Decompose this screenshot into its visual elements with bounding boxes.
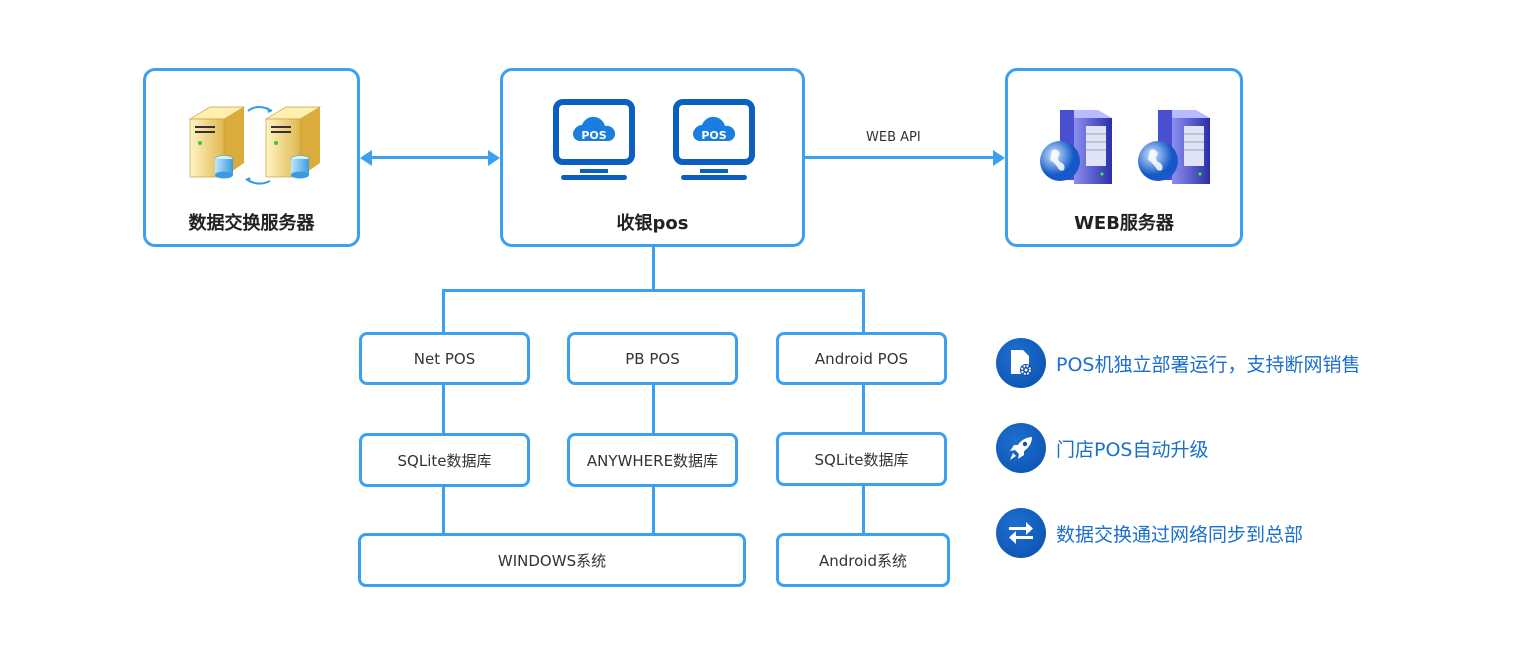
android-db-connector (862, 384, 865, 434)
exchange-server-label: 数据交换服务器 (188, 213, 315, 234)
pb-db-connector (652, 384, 655, 434)
pos-type-net: Net POS (359, 332, 530, 385)
sqlite-android-connector (862, 486, 865, 536)
system-label: Android系统 (819, 551, 907, 570)
exchange-pos-connector (365, 156, 495, 159)
feature-item: POS机独立部署运行，支持断网销售 (996, 338, 1360, 388)
cashier-pos-node: POS POS 收银pos (500, 68, 805, 247)
sqlite-windows-connector (442, 486, 445, 536)
arrowhead-right (488, 150, 500, 166)
system-windows: WINDOWS系统 (358, 533, 746, 587)
db-sqlite-net: SQLite数据库 (359, 433, 530, 487)
swap-arrows-icon (996, 508, 1046, 558)
arrowhead-web (993, 150, 1005, 166)
feature-text: 门店POS自动升级 (1056, 438, 1209, 461)
pos-web-connector (805, 156, 995, 159)
web-api-label: WEB API (866, 130, 921, 145)
svg-text:POS: POS (581, 129, 606, 142)
db-anywhere: ANYWHERE数据库 (567, 433, 738, 487)
exchange-server-node: 数据交换服务器 (143, 68, 360, 247)
pos-type-pb: PB POS (567, 332, 738, 385)
file-gear-icon (996, 338, 1046, 388)
pos-type-label: Android POS (814, 349, 909, 368)
pos-type-label: Net POS (413, 349, 476, 368)
db-label: ANYWHERE数据库 (586, 451, 719, 470)
pos-type-android: Android POS (776, 332, 947, 385)
web-server-globe-icon (1040, 110, 1112, 184)
svg-text:POS: POS (701, 129, 726, 142)
web-server-label: WEB服务器 (1074, 213, 1174, 234)
exchange-servers-icon (188, 106, 322, 185)
feature-text: 数据交换通过网络同步到总部 (1056, 523, 1304, 546)
db-label: SQLite数据库 (397, 451, 492, 470)
pos-monitor-icon: POS (553, 99, 635, 180)
anywhere-windows-connector (652, 486, 655, 536)
pos-monitor-icon: POS (673, 99, 755, 180)
db-sqlite-android: SQLite数据库 (776, 432, 947, 486)
feature-item: 数据交换通过网络同步到总部 (996, 508, 1303, 558)
web-server-globe-icon (1138, 110, 1210, 184)
cashier-pos-label: 收银pos (616, 213, 689, 234)
system-label: WINDOWS系统 (497, 551, 607, 570)
system-android: Android系统 (776, 533, 950, 587)
arrowhead-left (360, 150, 372, 166)
branch-right (862, 289, 865, 333)
branch-horizontal (442, 289, 865, 292)
db-label: SQLite数据库 (814, 450, 909, 469)
rocket-icon (996, 423, 1046, 473)
web-server-node: WEB服务器 (1005, 68, 1243, 247)
branch-left (442, 289, 445, 333)
pos-trunk (652, 246, 655, 292)
pos-type-label: PB POS (625, 349, 680, 368)
feature-text: POS机独立部署运行，支持断网销售 (1056, 353, 1361, 376)
feature-item: 门店POS自动升级 (996, 423, 1208, 473)
net-db-connector (442, 384, 445, 434)
